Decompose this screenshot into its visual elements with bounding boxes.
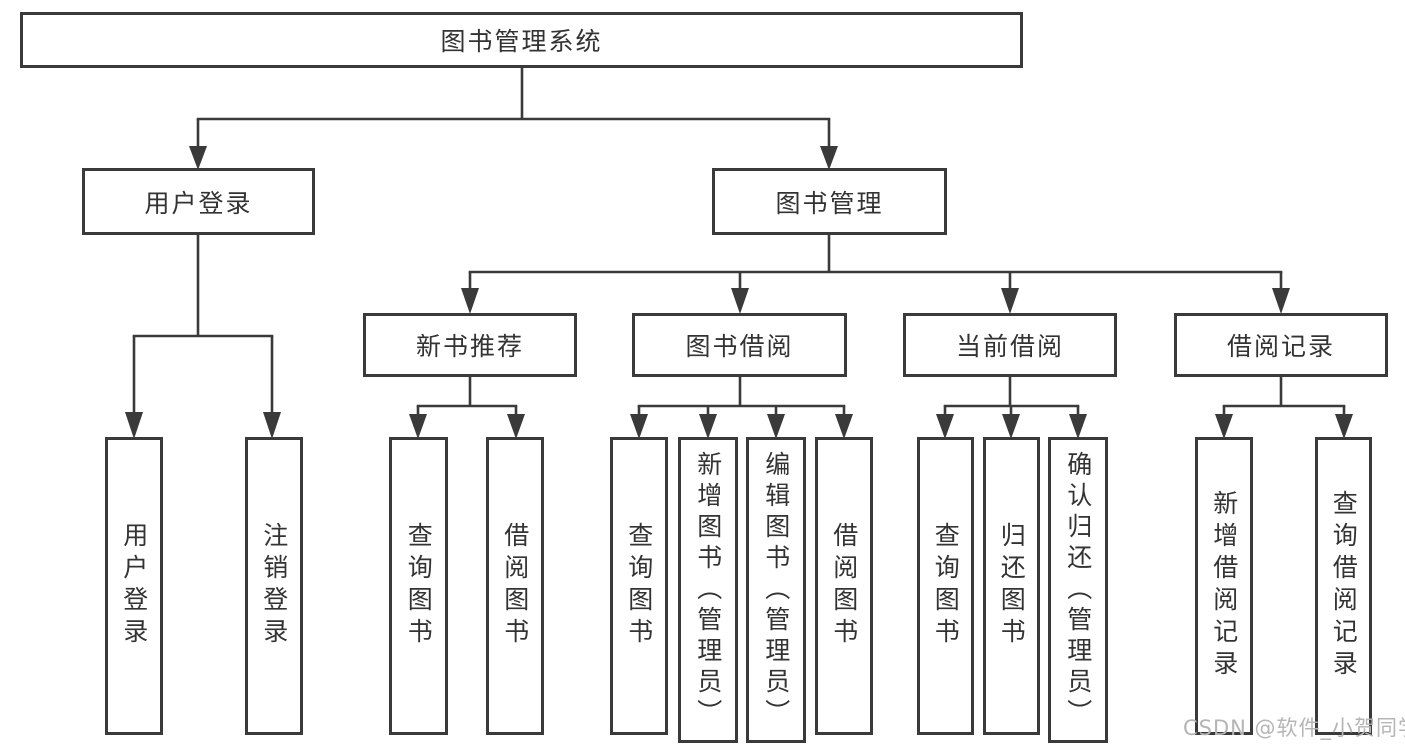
node-library-system: 图书管理系统 [20,12,1023,68]
node-rec-borrow-books: 借阅图书 [486,437,544,735]
node-borrowing-records: 借阅记录 [1174,313,1388,377]
node-cb-query-books: 查询图书 [917,437,974,735]
node-current-borrowing: 当前借阅 [903,313,1117,377]
node-br-add-record: 新增借阅记录 [1195,437,1253,735]
node-user-login: 用户登录 [82,168,315,235]
node-rec-query-books: 查询图书 [389,437,448,735]
node-bb-edit-books-admin: 编辑图书（管理员） [746,437,806,743]
csdn-watermark: CSDN @软件_小贺同学 [1183,716,1405,740]
node-leaf-logout: 注销登录 [245,437,303,735]
node-book-management: 图书管理 [712,168,947,235]
node-new-book-recommendation: 新书推荐 [363,313,577,377]
node-book-borrowing: 图书借阅 [632,313,847,377]
node-cb-return-books: 归还图书 [983,437,1040,735]
node-leaf-user-login: 用户登录 [105,437,163,735]
node-br-query-record: 查询借阅记录 [1315,437,1372,735]
node-cb-confirm-return-admin: 确认归还（管理员） [1048,437,1108,743]
node-bb-query-books: 查询图书 [610,437,668,735]
node-bb-borrow-books: 借阅图书 [815,437,873,735]
node-bb-add-books-admin: 新增图书（管理员） [678,437,738,743]
